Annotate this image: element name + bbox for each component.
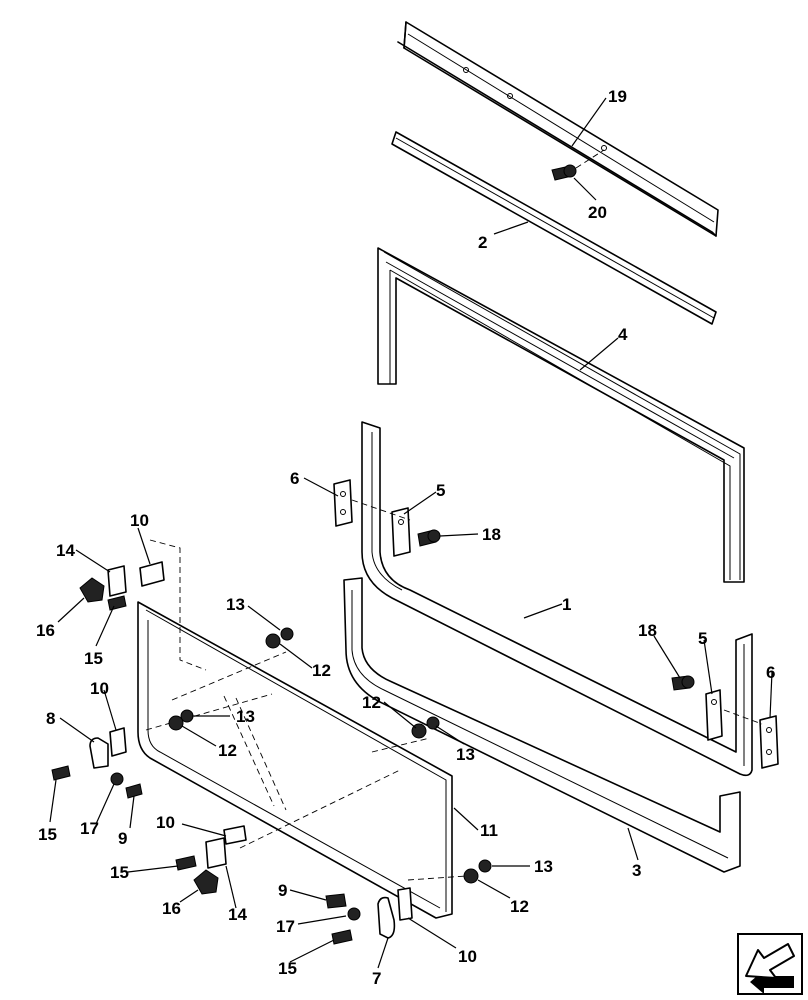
callout-9-middle: 9 (118, 829, 127, 848)
callout-20: 20 (588, 203, 607, 222)
part-15-screw-middle (51, 765, 71, 781)
callout-labels: 19 20 2 4 6 5 18 1 18 5 6 3 10 14 16 15 … (36, 87, 775, 988)
callout-15-middle: 15 (38, 825, 57, 844)
part-17-washer-middle (110, 772, 124, 786)
callout-18-upper: 18 (482, 525, 501, 544)
part-7-catch (377, 896, 396, 939)
callout-13-d: 13 (534, 857, 553, 876)
callout-13-b: 13 (236, 707, 255, 726)
callout-19: 19 (608, 87, 627, 106)
callout-16-upper: 16 (36, 621, 55, 640)
part-20-screw (551, 149, 605, 181)
part-12-washer-d (463, 868, 479, 884)
callout-9-lower: 9 (278, 881, 287, 900)
callout-1: 1 (562, 595, 571, 614)
callout-10-middle: 10 (90, 679, 109, 698)
part-19-rail (397, 21, 719, 237)
part-14-latch-bracket-upper (107, 565, 127, 597)
callout-4: 4 (618, 325, 628, 344)
callout-5-upper: 5 (436, 481, 445, 500)
callout-15-bottom: 15 (278, 959, 297, 978)
part-16-latch-upper (79, 577, 105, 603)
part-15-screw-lower-b (331, 929, 353, 945)
part-10-pad-middle (109, 727, 127, 757)
callout-12-d: 12 (510, 897, 529, 916)
part-1-window-frame (361, 421, 753, 777)
part-15-screw-upper (107, 595, 127, 611)
callout-17-lower: 17 (276, 917, 295, 936)
callout-14-lower: 14 (228, 905, 247, 924)
callout-13-c: 13 (456, 745, 475, 764)
part-10-pad-upper (139, 561, 165, 587)
callout-8: 8 (46, 709, 55, 728)
part-16-latch-lower (193, 869, 219, 895)
callout-13-a: 13 (226, 595, 245, 614)
part-13-nut-a (280, 627, 294, 641)
part-9-pin-lower (325, 893, 347, 909)
callout-14-upper: 14 (56, 541, 75, 560)
leader-lines (49, 97, 773, 969)
part-6-plate-upper (333, 479, 353, 527)
callout-6-upper: 6 (290, 469, 299, 488)
callout-18-right: 18 (638, 621, 657, 640)
part-5-bracket-upper (391, 507, 411, 557)
callout-15-upper: 15 (84, 649, 103, 668)
callout-16-lower: 16 (162, 899, 181, 918)
part-12-washer-b (168, 715, 184, 731)
callout-11: 11 (480, 821, 498, 840)
part-13-nut-d (478, 859, 492, 873)
callout-2: 2 (478, 233, 487, 252)
part-2-seal-strip (391, 131, 717, 325)
callout-6-right: 6 (766, 663, 775, 682)
callout-17-middle: 17 (80, 819, 99, 838)
previous-page-arrow-icon[interactable] (737, 933, 803, 995)
part-11-glass-panel (137, 601, 453, 919)
part-15-screw-lower (175, 855, 197, 871)
callout-5-right: 5 (698, 629, 707, 648)
callout-7: 7 (372, 969, 381, 988)
callout-10-upper: 10 (130, 511, 149, 530)
part-4-gasket-frame (377, 247, 745, 583)
callout-10-lower: 10 (156, 813, 175, 832)
part-18-screw-right (671, 675, 695, 691)
part-8-handle (89, 737, 109, 769)
part-17-washer-lower (347, 907, 361, 921)
part-6-plate-right (759, 715, 779, 769)
callout-12-b: 12 (218, 741, 237, 760)
part-12-washer-a (265, 633, 281, 649)
callout-12-a: 12 (312, 661, 331, 680)
callout-15-lower: 15 (110, 863, 129, 882)
part-3-lower-gasket (343, 577, 741, 873)
callout-12-c: 12 (362, 693, 381, 712)
part-14-latch-bracket-lower (205, 837, 227, 869)
part-9-pin-middle (125, 783, 143, 799)
part-10-pad-right (397, 887, 413, 921)
part-5-bracket-right (705, 689, 723, 741)
callout-3: 3 (632, 861, 641, 880)
part-18-screw-upper (417, 529, 441, 547)
assembly-lines (145, 539, 467, 881)
callout-10-right: 10 (458, 947, 477, 966)
part-10-pad-lower (223, 825, 247, 845)
